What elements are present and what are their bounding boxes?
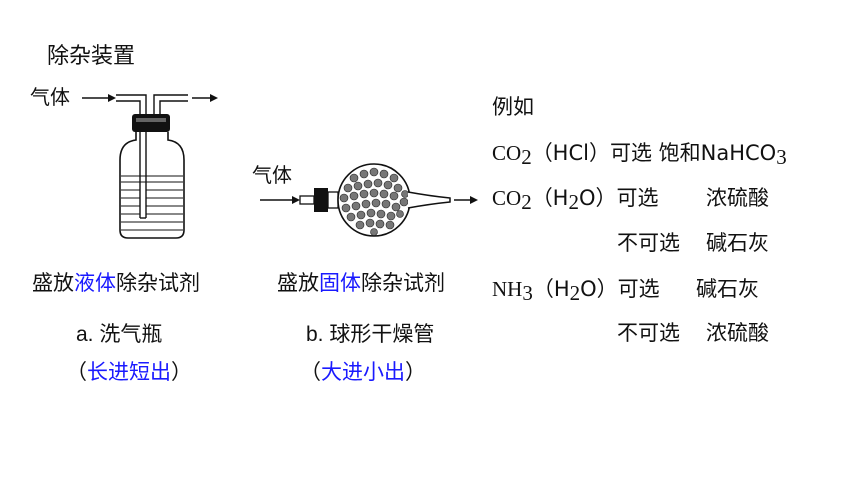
r5-reagent: 浓硫酸 — [706, 321, 769, 345]
r3-reagent: 碱石灰 — [706, 231, 769, 255]
drying-tube-diagram: 气体 — [252, 163, 478, 237]
bottle-rule-close: ） — [171, 360, 192, 384]
example-row-1: CO2（HCl）可选 饱和NaHCO3 — [492, 141, 787, 168]
bottle-flow-rule: （长进短出） — [66, 362, 192, 383]
bottle-gas-label: 气体 — [30, 85, 70, 109]
r4-impurity-b: O）可选 — [580, 277, 660, 301]
r4-compound-sub: 3 — [522, 281, 533, 305]
tube-rule-close: ） — [405, 360, 426, 384]
bottle-caption: 盛放液体除杂试剂 — [32, 273, 200, 294]
tube-flow-rule: （大进小出） — [300, 362, 426, 383]
r2-impurity-b: O）可选 — [578, 186, 659, 210]
example-row-4: NH3（H2O）可选 — [492, 277, 660, 304]
tube-caption-pre: 盛放 — [277, 271, 319, 295]
r2-impurity-a: （H — [531, 186, 569, 210]
r4-compound: NH — [492, 277, 523, 301]
bottle-caption-post: 除杂试剂 — [116, 271, 200, 295]
r2-reagent: 浓硫酸 — [706, 186, 769, 210]
r2-compound: CO — [492, 186, 522, 210]
tube-caption-post: 除杂试剂 — [361, 271, 445, 295]
r2-impurity-sub: 2 — [568, 190, 579, 214]
tube-caption-highlight: 固体 — [319, 271, 361, 295]
r5-label: 不可选 — [617, 321, 680, 345]
tube-caption: 盛放固体除杂试剂 — [277, 273, 445, 294]
bottle-rule-text: 长进短出 — [87, 360, 171, 384]
bottle-caption-pre: 盛放 — [32, 271, 74, 295]
example-row-2: CO2（H2O）可选 — [492, 186, 659, 213]
gas-washing-bottle-diagram: 气体 — [30, 85, 218, 239]
r1-compound: CO — [492, 141, 522, 165]
r1-reagent-sub: 3 — [776, 145, 787, 169]
tube-name: b. 球形干燥管 — [306, 323, 435, 346]
r4-impurity-a: （H — [532, 277, 570, 301]
page-heading: 除杂装置 — [47, 44, 136, 69]
r4-reagent: 碱石灰 — [696, 277, 759, 301]
r4-impurity-sub: 2 — [569, 281, 581, 305]
tube-gas-label: 气体 — [252, 163, 292, 187]
bottle-rule-open: （ — [66, 360, 87, 384]
tube-rule-open: （ — [300, 360, 321, 384]
r1-text: （HCl）可选 饱和NaHCO — [531, 141, 777, 165]
r3-label: 不可选 — [617, 231, 680, 255]
examples-title: 例如 — [492, 95, 534, 119]
tube-rule-text: 大进小出 — [321, 360, 405, 384]
r2-compound-sub: 2 — [521, 190, 532, 214]
bottle-name: a. 洗气瓶 — [76, 323, 163, 346]
bottle-caption-highlight: 液体 — [74, 271, 116, 295]
r1-compound-sub: 2 — [521, 145, 532, 169]
